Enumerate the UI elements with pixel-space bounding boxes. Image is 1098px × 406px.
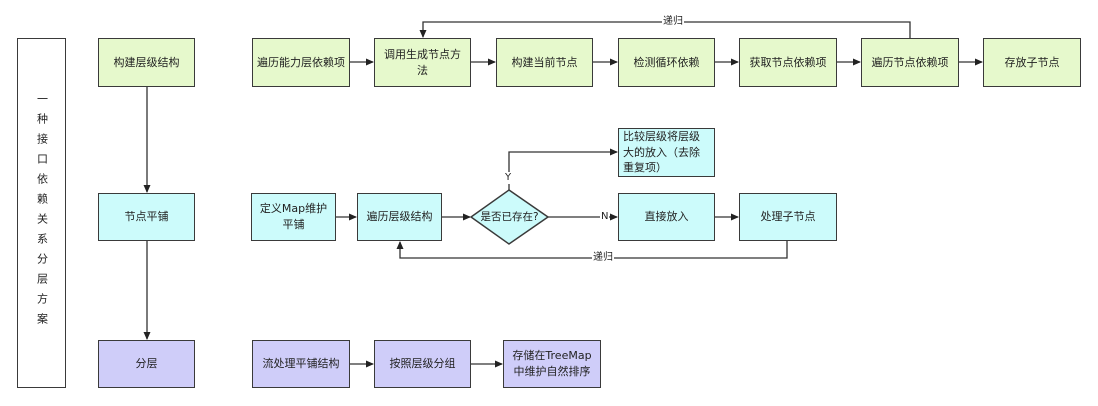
diagram-title: 一种接口依赖关系分层方案 [35,93,49,333]
flatten-no-step-label: 直接放入 [644,210,689,224]
build-step-node: 获取节点依赖项 [739,38,837,87]
flatten-recursion-label: 递归 [592,252,614,264]
phase-layer-label: 分层 [135,357,158,371]
yes-target-node: 比较层级将层级大的放入（去除重复项） [618,128,715,177]
build-step-label: 遍历节点依赖项 [871,55,949,69]
build-step-node: 存放子节点 [983,38,1081,87]
arrow-yes [508,148,618,190]
phase-build-label: 构建层级结构 [113,55,180,69]
phase-flatten-label: 节点平铺 [124,210,169,224]
layer-step-node: 流处理平铺结构 [252,340,350,388]
flatten-no-step-node: 直接放入 [618,193,715,241]
flatten-step-label: 遍历层级结构 [366,210,433,224]
flatten-no-step-node: 处理子节点 [739,193,837,241]
decision-diamond-shape [469,189,550,245]
flatten-no-step-label: 处理子节点 [760,210,816,224]
phase-flatten-node: 节点平铺 [98,193,195,241]
phase-layer-node: 分层 [98,340,195,388]
decision-no-label: N [600,211,610,223]
build-step-node: 遍历节点依赖项 [861,38,959,87]
decision-label: 是否已存在? [480,211,539,223]
build-step-label: 检测循环依赖 [633,55,700,69]
layer-step-label: 流处理平铺结构 [262,357,340,371]
layer-step-label: 存储在TreeMap中维护自然排序 [512,349,592,378]
build-step-node: 构建当前节点 [496,38,593,87]
build-step-node: 遍历能力层依赖项 [252,38,350,87]
yes-target-label: 比较层级将层级大的放入（去除重复项） [623,129,700,175]
build-step-label: 遍历能力层依赖项 [257,55,345,69]
build-step-label: 存放子节点 [1004,55,1060,69]
build-step-node: 检测循环依赖 [618,38,715,87]
build-step-label: 获取节点依赖项 [749,55,827,69]
decision-yes-label: Y [504,172,513,184]
layer-step-node: 按照层级分组 [374,340,471,388]
build-step-node: 调用生成节点方法 [374,38,471,87]
layer-step-node: 存储在TreeMap中维护自然排序 [503,340,601,388]
flatten-step-node: 定义Map维护平铺 [251,193,336,241]
flatten-step-node: 遍历层级结构 [357,193,442,241]
flatten-step-label: 定义Map维护平铺 [259,202,328,231]
phase-build-node: 构建层级结构 [98,38,195,87]
build-recursion-label: 递归 [662,16,684,28]
diagram-title-box: 一种接口依赖关系分层方案 [17,38,66,388]
layer-step-label: 按照层级分组 [389,357,456,371]
build-step-label: 调用生成节点方法 [384,47,461,77]
build-step-label: 构建当前节点 [511,55,578,69]
